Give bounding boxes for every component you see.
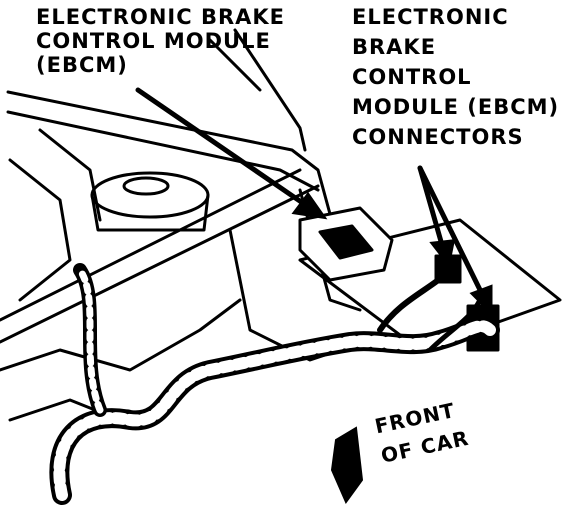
ebcm-leader bbox=[135, 87, 313, 211]
connector-leader-a-head bbox=[429, 239, 456, 268]
ebcm-label: ELECTRONIC BRAKE CONTROL MODULE (EBCM) bbox=[36, 5, 285, 77]
mounting-plate bbox=[298, 218, 562, 352]
panel-edge-2 bbox=[208, 38, 262, 92]
leader-arrows bbox=[135, 87, 493, 317]
connectors-label-line-4: MODULE (EBCM) bbox=[352, 95, 560, 119]
connectors-label: ELECTRONIC BRAKE CONTROL MODULE (EBCM) C… bbox=[352, 2, 559, 152]
front-arrow-icon bbox=[330, 426, 364, 504]
frame-rail-lower-2 bbox=[0, 184, 320, 344]
fender-apron bbox=[8, 158, 72, 302]
connectors-label-line-2: BRAKE bbox=[352, 35, 437, 59]
ebcm-label-line-2: CONTROL MODULE bbox=[36, 29, 271, 53]
harness-loop bbox=[377, 267, 453, 333]
ebcm-label-line-3: (EBCM) bbox=[36, 53, 128, 77]
connectors-label-line-1: ELECTRONIC bbox=[352, 5, 509, 29]
strut-tower-cap bbox=[122, 176, 170, 196]
frame-rail-top bbox=[6, 90, 332, 216]
frame-rail-lower bbox=[0, 168, 302, 322]
connectors-label-line-5: CONNECTORS bbox=[352, 125, 524, 149]
connectors-label-line-3: CONTROL bbox=[352, 65, 472, 89]
inner-panel bbox=[38, 128, 102, 222]
connector-leader-b bbox=[417, 165, 487, 301]
ebcm-leader-head bbox=[291, 191, 328, 220]
lower-body bbox=[0, 298, 242, 372]
panel-edge bbox=[233, 28, 307, 152]
frame-rail-upper bbox=[6, 110, 320, 192]
strut-tower-wall bbox=[90, 193, 210, 232]
connector-leader-a bbox=[417, 165, 447, 255]
wiring-harness bbox=[49, 263, 500, 505]
ebcm-face bbox=[318, 224, 374, 260]
harness-loop-2 bbox=[427, 297, 483, 353]
connector-leader-b-head bbox=[469, 284, 493, 317]
harness-branch-inner bbox=[76, 266, 104, 414]
ebcm-label-line-1: ELECTRONIC BRAKE bbox=[36, 5, 285, 29]
